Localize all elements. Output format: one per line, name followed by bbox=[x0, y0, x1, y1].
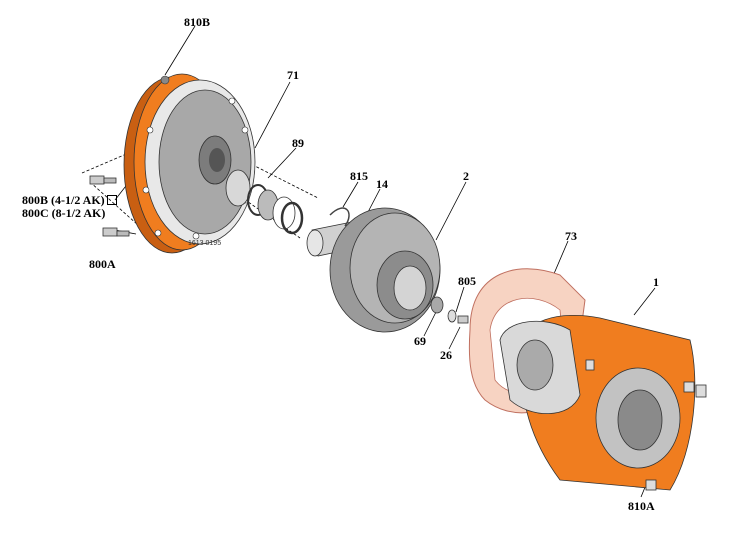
callout-69: 69 bbox=[414, 334, 426, 348]
bolts-800 bbox=[89, 175, 130, 237]
callout-73: 73 bbox=[565, 229, 577, 243]
callout-815: 815 bbox=[350, 169, 368, 183]
callout-2: 2 bbox=[463, 169, 469, 183]
callout-800c: 800C (8-1/2 AK) bbox=[22, 206, 106, 220]
callout-810b: 810B bbox=[184, 15, 211, 29]
impeller-2 bbox=[329, 207, 444, 333]
callout-805: 805 bbox=[458, 274, 476, 288]
back-plate-71 bbox=[123, 73, 256, 254]
callout-1: 1 bbox=[653, 275, 659, 289]
part-number-stamp: 1613 0195 bbox=[188, 240, 222, 247]
callout-26: 26 bbox=[440, 348, 452, 362]
checkbox-square-icon bbox=[106, 195, 117, 205]
callout-800b: 800B (4-1/2 AK) bbox=[22, 194, 117, 207]
callout-89: 89 bbox=[292, 136, 304, 150]
washer-805 bbox=[447, 309, 469, 324]
callout-71: 71 bbox=[287, 68, 299, 82]
callout-800b-text: 800B (4-1/2 AK) bbox=[22, 193, 105, 207]
callout-800a: 800A bbox=[89, 257, 116, 271]
callout-810a: 810A bbox=[628, 499, 655, 513]
callout-14: 14 bbox=[376, 177, 388, 191]
casing-1 bbox=[499, 315, 707, 491]
seal-89 bbox=[225, 169, 304, 235]
